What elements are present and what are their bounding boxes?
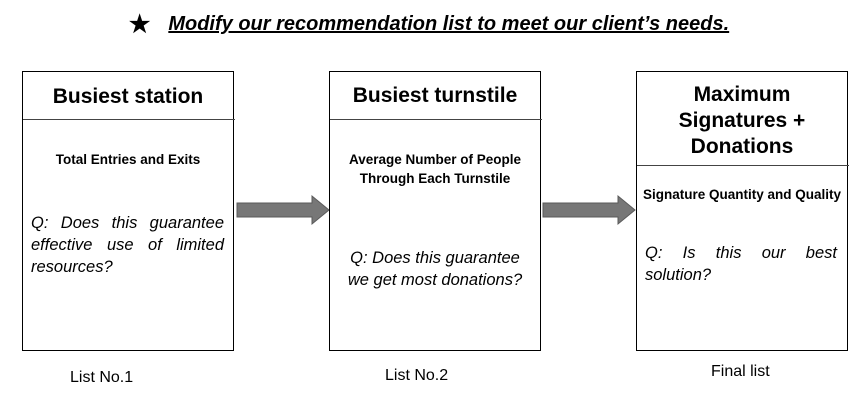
box-divider xyxy=(637,165,849,166)
box-busiest-station: Busiest station Total Entries and Exits … xyxy=(22,71,235,351)
box-question: Q: Is this our best solution? xyxy=(645,244,837,284)
box-subtitle: Signature Quantity and Quality xyxy=(642,187,842,202)
box-title: Busiest turnstile xyxy=(352,84,518,107)
box-subtitle: Total Entries and Exits xyxy=(55,152,201,167)
box-maximum-signatures: Maximum Signatures + Donations Signature… xyxy=(636,71,849,351)
box-question: Q: Does this guarantee effective use of … xyxy=(31,214,224,276)
box-question: Q: Does this guarantee we get most donat… xyxy=(347,249,523,289)
box-busiest-turnstile: Busiest turnstile Average Number of Peop… xyxy=(329,71,542,351)
star-icon: ★ xyxy=(128,11,151,38)
right-arrow-icon xyxy=(236,194,330,226)
caption-final-list: Final list xyxy=(711,363,770,380)
caption-list-1: List No.1 xyxy=(70,369,134,386)
box-title: Busiest station xyxy=(52,85,204,108)
headline-text: Modify our recommendation list to meet o… xyxy=(168,13,730,35)
box-divider xyxy=(330,119,542,120)
box-subtitle: Average Number of People Through Each Tu… xyxy=(348,152,522,186)
box-title: Maximum Signatures + Donations xyxy=(678,83,806,158)
caption-list-2: List No.2 xyxy=(385,367,449,384)
headline: ★ Modify our recommendation list to meet … xyxy=(0,10,858,39)
box-divider xyxy=(23,119,235,120)
right-arrow-icon xyxy=(542,194,636,226)
